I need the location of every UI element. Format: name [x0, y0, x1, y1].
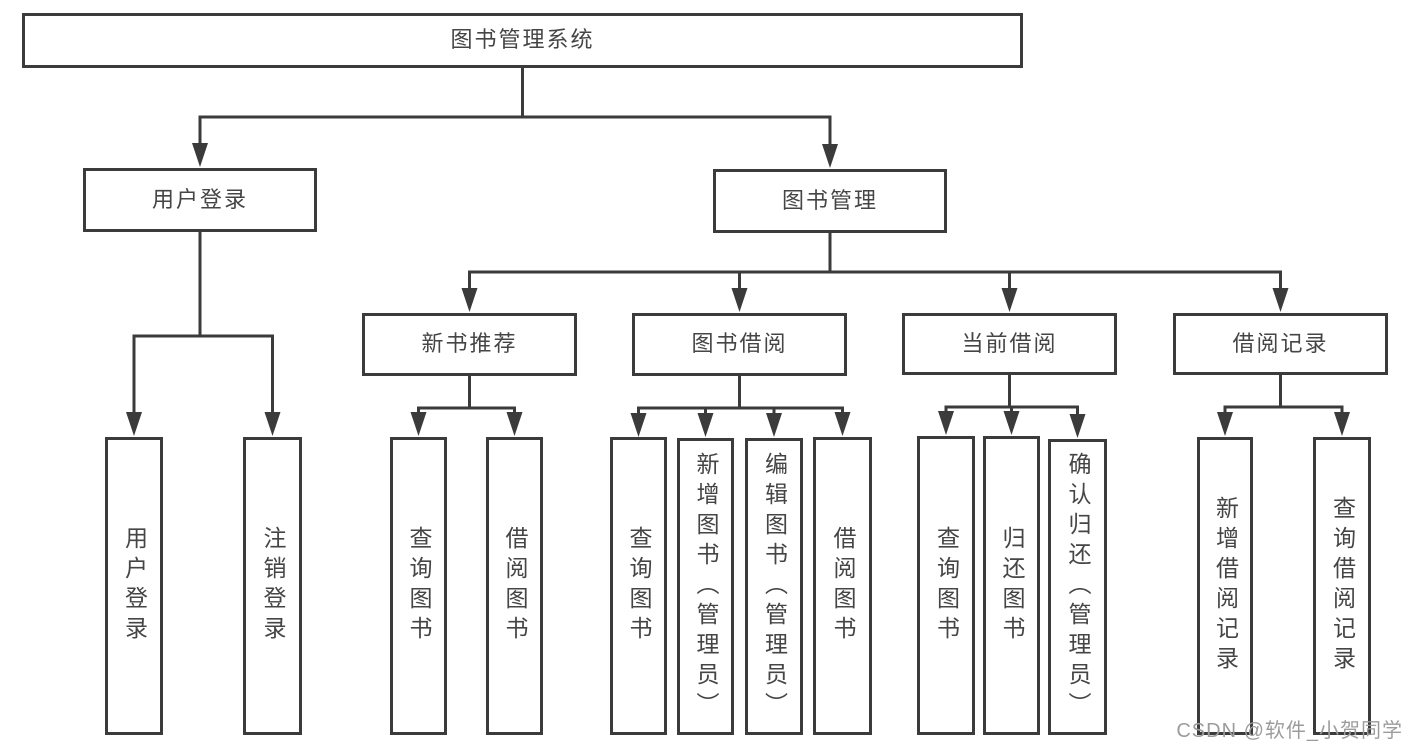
node-br-add-record: 新增借阅记录: [1197, 437, 1253, 735]
node-current-borrow: 当前借阅: [902, 313, 1117, 375]
node-book-borrow: 图书借阅: [632, 313, 847, 376]
node-nbr-borrow-books: 借阅图书: [486, 437, 543, 735]
node-bb-edit-books: 编辑图书（管理员）: [745, 438, 803, 735]
node-bb-query-books: 查询图书: [610, 437, 667, 735]
node-borrow-records: 借阅记录: [1173, 313, 1388, 375]
node-cb-query-books: 查询图书: [917, 436, 975, 735]
node-book-mgmt: 图书管理: [713, 169, 947, 233]
node-cb-return-books: 归还图书: [983, 436, 1040, 735]
node-cb-confirm-return: 确认归还（管理员）: [1048, 439, 1107, 735]
node-br-query-record: 查询借阅记录: [1313, 437, 1371, 735]
node-user-login: 用户登录: [83, 168, 317, 232]
node-root: 图书管理系统: [22, 13, 1023, 68]
node-new-book-rec: 新书推荐: [362, 313, 577, 376]
node-nbr-query-books: 查询图书: [390, 437, 447, 735]
node-bb-add-books: 新增图书（管理员）: [677, 438, 734, 735]
watermark-text: CSDN @软件_小贺同学: [1176, 720, 1403, 742]
node-v-user-login: 用户登录: [105, 437, 163, 735]
node-v-logout: 注销登录: [243, 437, 302, 735]
node-bb-borrow-books: 借阅图书: [813, 437, 872, 735]
